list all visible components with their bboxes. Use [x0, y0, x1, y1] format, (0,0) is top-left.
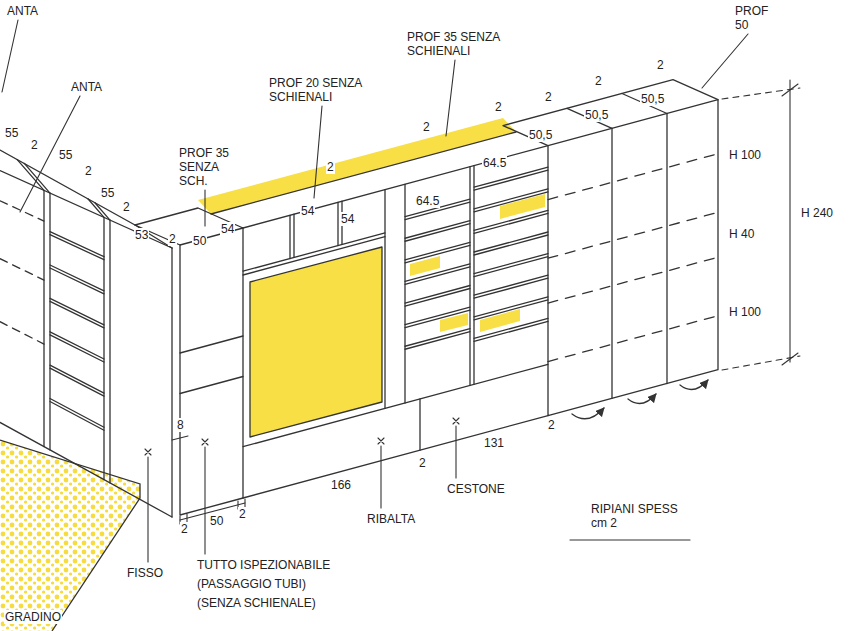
cabinet-lines [0, 80, 718, 517]
yellow-wall [198, 118, 545, 437]
dimension-label: 2 [326, 160, 335, 174]
dimension-label: 55 [100, 186, 115, 200]
dimension-label: 2 [422, 120, 431, 134]
dimension-label: 53 [134, 228, 149, 242]
callout-label: CESTONE [446, 482, 506, 496]
dimension-label: 2 [122, 200, 131, 214]
dimension-label: 2 [418, 456, 427, 470]
dimension-label: 64.5 [415, 194, 440, 208]
dimension-label: 2 [656, 58, 665, 72]
callout-label: GRADINO [4, 610, 62, 624]
dimension-label: H 100 [728, 305, 762, 319]
dimension-lines [172, 80, 800, 540]
note-label: RIPIANI SPESS cm 2 [590, 502, 692, 530]
dimension-label: H 100 [728, 148, 762, 162]
callout-label: PROF 35 SENZA SCH. [178, 146, 238, 188]
dimension-label: 2 [238, 507, 247, 521]
dimension-label: 50,5 [528, 128, 553, 142]
dimension-label: 2 [30, 138, 39, 152]
dimension-label: H 40 [728, 227, 755, 241]
dimension-label: 64.5 [482, 156, 507, 170]
dimension-label: 50 [209, 514, 224, 528]
dimension-label: 2 [168, 232, 177, 246]
callout-label: PROF 20 SENZA SCHIENALI [268, 76, 388, 104]
dimension-label: 54 [300, 204, 315, 218]
dimension-label: 50,5 [640, 92, 665, 106]
callout-label: ANTA [6, 4, 39, 18]
dimension-label: 2 [547, 418, 556, 432]
callout-label: ANTA [70, 80, 103, 94]
dimension-label: 2 [180, 522, 189, 536]
dimension-label: 55 [58, 148, 73, 162]
dimension-label: 55 [4, 126, 19, 140]
leader-lines [2, 20, 748, 562]
callout-label: RIBALTA [366, 512, 416, 526]
dimension-label: 166 [330, 478, 352, 492]
callout-label: PROF 35 SENZA SCHIENALI [406, 30, 526, 58]
dimension-label: 54 [340, 212, 355, 226]
step-gradino [0, 440, 140, 631]
dimension-label: 8 [176, 418, 185, 432]
dimension-label: 2 [544, 90, 553, 104]
callout-label: TUTTO ISPEZIONABILE (PASSAGGIO TUBI) (SE… [196, 556, 348, 613]
dimension-label: 50,5 [584, 108, 609, 122]
callout-label: FISSO [126, 566, 164, 580]
dimension-label: 131 [483, 436, 505, 450]
dimension-label: 2 [494, 100, 503, 114]
dimension-label: 54 [220, 222, 235, 236]
dimension-label: 2 [594, 74, 603, 88]
callout-label: PROF 50 [734, 4, 776, 32]
dimension-label: 50 [192, 234, 207, 248]
dimension-label: 2 [84, 164, 93, 178]
dimension-label: H 240 [800, 206, 834, 220]
